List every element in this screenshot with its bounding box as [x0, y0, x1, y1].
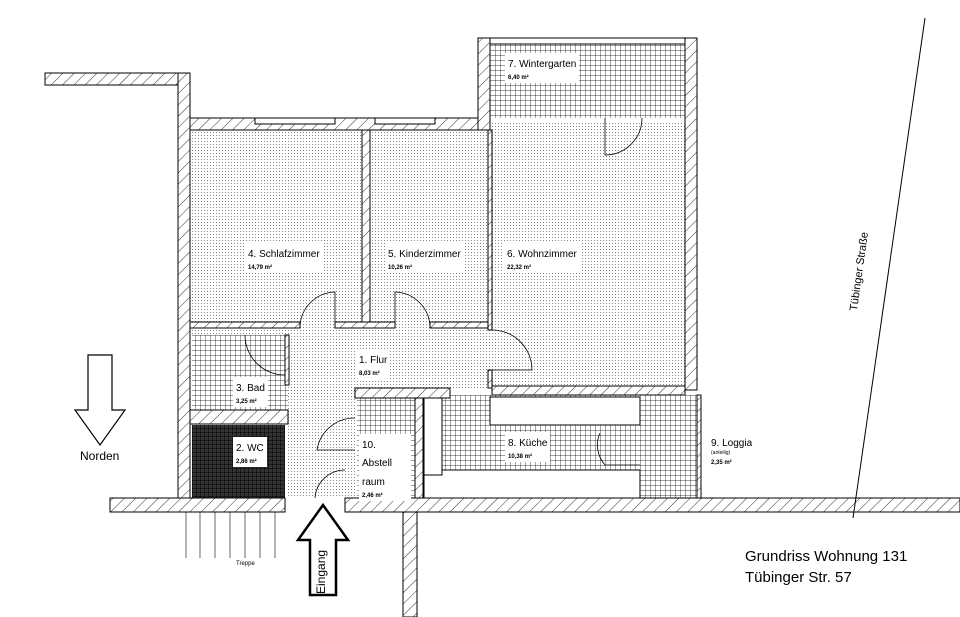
floor-schlafzimmer [190, 130, 362, 328]
entrance-label: Eingang [314, 549, 328, 594]
kitchen-counter [489, 396, 641, 426]
title-line-2: Tübinger Str. 57 [745, 569, 852, 586]
room-area: 2,46 m² [362, 493, 383, 500]
room-area: 14,79 m² [248, 265, 273, 272]
stairs-label: Treppe [236, 561, 255, 567]
room-name: 8. Küche [508, 438, 548, 449]
room-label-wohnzimmer: 6. Wohnzimmer 22,32 m² [504, 243, 580, 274]
kitchen-counter [423, 469, 641, 499]
floor-loggia [645, 395, 700, 498]
room-area: 10,38 m² [508, 454, 533, 461]
room-label-kueche: 8. Küche 10,38 m² [505, 432, 551, 463]
room-name: 6. Wohnzimmer [507, 249, 577, 260]
room-label-wintergarten: 7. Wintergarten 6,40 m² [505, 53, 580, 84]
plan-title: Grundriss Wohnung 131 Tübinger Str. 57 [745, 546, 907, 588]
room-label-kinderzimmer: 5. Kinderzimmer 10,26 m² [385, 243, 464, 274]
room-label-wc: 2. WC 2,86 m² [233, 437, 267, 468]
room-label-bad: 3. Bad 3,25 m² [233, 377, 268, 408]
room-label-loggia: 9. Loggia(anteilig) 2,35 m² [708, 432, 756, 469]
kitchen-counter [423, 394, 443, 476]
room-area: 22,32 m² [507, 265, 532, 272]
doors [244, 117, 643, 499]
room-floors [190, 44, 700, 499]
room-note: (anteilig) [711, 450, 731, 457]
room-name: 3. Bad [236, 383, 265, 394]
room-name: 10. Abstell raum [362, 440, 393, 488]
stairs [185, 512, 276, 558]
room-name: 4. Schlafzimmer [248, 249, 320, 260]
floor-flur-lower [288, 388, 355, 498]
room-label-flur: 1. Flur 8,03 m² [356, 349, 391, 380]
room-name: 7. Wintergarten [508, 59, 577, 70]
street-line [852, 17, 926, 519]
room-area: 2,35 m² [711, 460, 732, 467]
room-label-abstellraum: 10. Abstell raum 2,46 m² [359, 434, 411, 502]
room-label-schlafzimmer: 4. Schlafzimmer 14,79 m² [245, 243, 323, 274]
room-name: 1. Flur [359, 355, 388, 366]
title-line-1: Grundriss Wohnung 131 [745, 548, 908, 565]
north-label: Norden [80, 449, 120, 463]
floor-kinderzimmer [370, 130, 488, 328]
room-area: 8,03 m² [359, 371, 380, 378]
windows [254, 37, 686, 125]
entrance-arrow-icon [295, 502, 351, 597]
room-name: 9. Loggia [711, 438, 753, 449]
room-area: 3,25 m² [236, 399, 257, 406]
room-area: 6,40 m² [508, 75, 529, 82]
room-name: 5. Kinderzimmer [388, 249, 461, 260]
walls [44, 37, 960, 617]
room-area: 2,86 m² [236, 459, 257, 466]
north-arrow-icon [73, 354, 127, 447]
room-name: 2. WC [236, 443, 264, 454]
room-area: 10,26 m² [388, 265, 413, 272]
